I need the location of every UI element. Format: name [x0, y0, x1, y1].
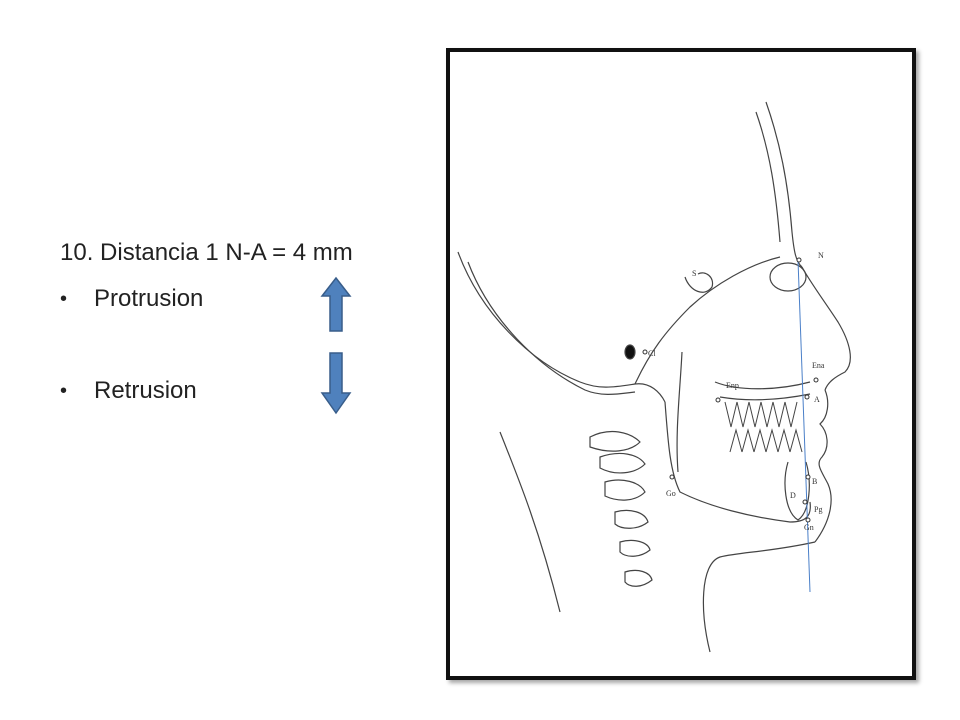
slide-title: 10. Distancia 1 N-A = 4 mm	[60, 239, 353, 266]
porion-mark	[624, 344, 636, 360]
bullet-label: Protrusion	[94, 285, 204, 312]
landmark-ena: Ena	[812, 361, 825, 370]
bullet-dot: •	[60, 380, 68, 402]
palate	[719, 393, 811, 401]
landmark-a: A	[814, 395, 820, 404]
landmark-s: S	[692, 269, 696, 278]
bullet-label: Retrusion	[94, 377, 197, 404]
neck-profile	[702, 541, 816, 653]
cranial-base	[634, 256, 781, 385]
maxilla	[714, 381, 811, 390]
cervical-vertebrae	[589, 430, 653, 587]
neck-back	[499, 431, 561, 613]
mandible	[664, 401, 811, 523]
landmark-d: D	[790, 491, 796, 500]
cephalometric-tracing: S N Cl Ena Enp A Go B D Pg Gn	[446, 48, 916, 680]
symphysis	[784, 461, 810, 521]
down-arrow-icon	[320, 352, 352, 415]
skull-outline	[457, 251, 666, 403]
reference-line	[797, 259, 811, 593]
lips-profile	[814, 389, 832, 543]
landmark-pg: Pg	[814, 505, 822, 514]
sella-turcica	[684, 272, 714, 293]
landmark-cl: Cl	[648, 349, 656, 358]
skull-inner	[467, 261, 636, 395]
landmark-gn: Gn	[804, 523, 814, 532]
up-arrow-icon	[320, 276, 352, 332]
bullet-dot: •	[60, 288, 68, 310]
landmark-go: Go	[666, 489, 676, 498]
mandible-ramus	[676, 351, 683, 473]
frontal-bone-inner	[755, 111, 781, 243]
landmark-enp: Enp	[726, 381, 739, 390]
bullet-protrusion: • Protrusion	[60, 282, 203, 316]
teeth	[724, 401, 803, 453]
frontal-bone	[765, 101, 803, 268]
nose-profile	[801, 266, 851, 391]
landmark-points	[642, 257, 819, 523]
landmark-n: N	[818, 251, 824, 260]
landmark-b: B	[812, 477, 817, 486]
bullet-retrusion: • Retrusion	[60, 374, 197, 408]
orbit	[769, 262, 807, 292]
